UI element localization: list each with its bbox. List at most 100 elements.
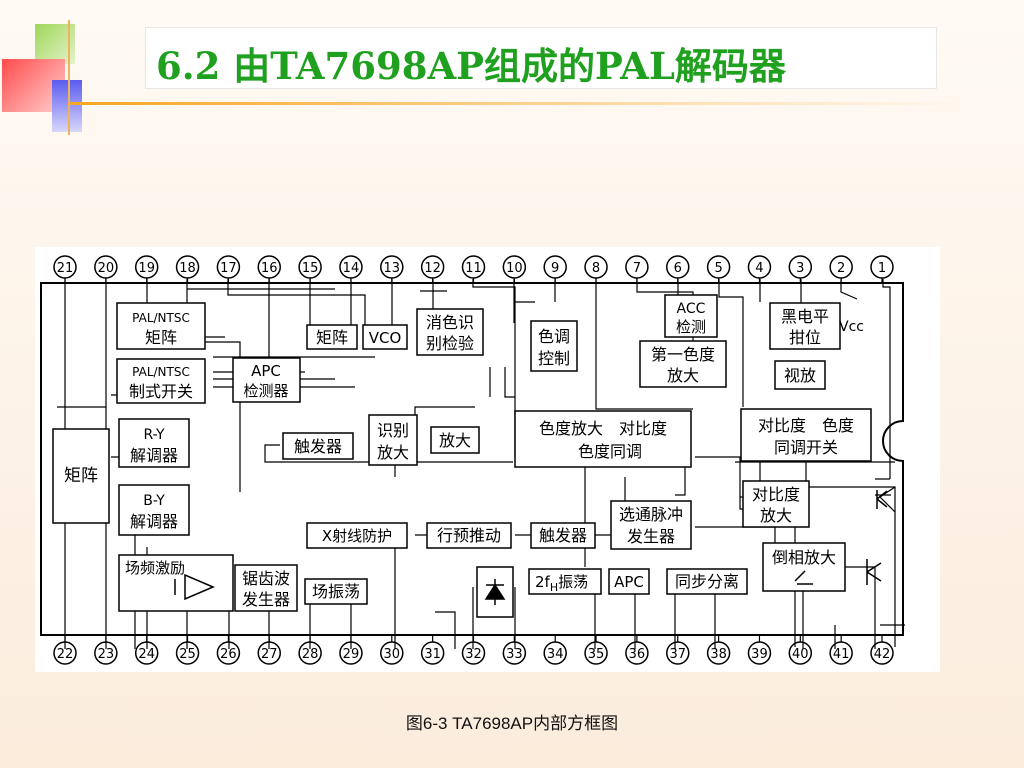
svg-text:检测器: 检测器 — [243, 382, 288, 400]
block-apc-2: APC — [608, 568, 650, 595]
svg-text:控制: 控制 — [538, 349, 570, 368]
block-amp: 放大 — [430, 426, 480, 454]
svg-text:色调: 色调 — [538, 327, 570, 346]
svg-text:识别: 识别 — [377, 421, 409, 440]
svg-text:触发器: 触发器 — [539, 526, 587, 545]
pin: 34 — [543, 635, 567, 665]
pin-number: 29 — [343, 647, 360, 662]
osc-2fh-pre: 2f — [535, 573, 551, 591]
svg-text:放大: 放大 — [377, 443, 409, 462]
pin: 32 — [461, 635, 486, 665]
svg-text:视放: 视放 — [784, 366, 816, 385]
pin: 15 — [298, 255, 322, 283]
svg-text:色度同调: 色度同调 — [578, 442, 642, 461]
osc-2fh-post: 振荡 — [558, 573, 588, 591]
block-2fh-osc: 2fH振荡 — [528, 568, 602, 595]
svg-text:倒相放大: 倒相放大 — [772, 548, 836, 567]
pin: 24 — [134, 635, 159, 665]
title-box: 6.2 由TA7698AP组成的PAL解码器 — [145, 27, 937, 89]
pin: 11 — [461, 255, 486, 283]
svg-text:VCO: VCO — [369, 329, 402, 347]
svg-text:行预推动: 行预推动 — [437, 526, 501, 545]
deco-line-vertical — [68, 20, 70, 135]
pin-number: 4 — [755, 261, 763, 276]
pin: 6 — [666, 255, 690, 283]
pin: 1 — [870, 255, 894, 283]
block-ry-demod: R-Y 解调器 — [118, 418, 190, 468]
pin-number: 2 — [837, 261, 845, 276]
svg-text:锯齿波: 锯齿波 — [242, 569, 290, 588]
block-gate-pulse-gen: 选通脉冲 发生器 — [610, 500, 692, 550]
osc-2fh-sub: H — [550, 581, 558, 594]
block-video-amp: 视放 — [774, 360, 826, 390]
pin: 41 — [829, 635, 853, 665]
block-phase-inv-amp: 倒相放大 — [762, 542, 846, 592]
pin: 30 — [380, 635, 404, 665]
pal-ntsc-switch-line2: 制式开关 — [129, 382, 193, 401]
pin: 36 — [625, 635, 649, 665]
svg-text:R-Y: R-Y — [143, 427, 165, 443]
pin: 26 — [216, 635, 241, 665]
svg-text:拑位: 拑位 — [789, 328, 821, 347]
pin-number: 16 — [261, 261, 278, 276]
pin-number: 6 — [674, 261, 682, 276]
pin: 10 — [502, 255, 527, 283]
pin-number: 12 — [424, 261, 441, 276]
block-acc-detect: ACC 检测 — [664, 294, 718, 338]
svg-text:同调开关: 同调开关 — [774, 438, 838, 457]
block-zener — [476, 566, 514, 618]
svg-text:选通脉冲: 选通脉冲 — [619, 505, 683, 524]
pin-number: 25 — [179, 647, 196, 662]
pin: 3 — [788, 255, 813, 283]
pin: 29 — [339, 635, 363, 665]
pin-number: 38 — [710, 647, 727, 662]
pin: 12 — [420, 255, 445, 283]
pin-number: 18 — [179, 261, 196, 276]
amplifier-icon — [174, 573, 215, 601]
pal-ntsc-matrix-line2: 矩阵 — [145, 328, 177, 347]
block-pal-ntsc-switch: PAL/NTSC 制式开关 — [116, 358, 206, 404]
svg-text:解调器: 解调器 — [130, 446, 178, 465]
svg-text:放大: 放大 — [760, 506, 792, 525]
pin-number: 5 — [714, 261, 722, 276]
pin-number: 15 — [302, 261, 319, 276]
pin: 40 — [788, 635, 813, 665]
block-apc-detector: APC 检测器 — [232, 357, 301, 403]
pin-number: 27 — [261, 647, 278, 662]
pin: 31 — [420, 635, 445, 665]
svg-text:矩阵: 矩阵 — [64, 466, 98, 486]
pin-number: 41 — [833, 647, 850, 662]
pin-number: 3 — [796, 261, 804, 276]
pin: 9 — [543, 255, 567, 283]
block-field-drive: 场频激励 — [118, 554, 234, 612]
svg-text:B-Y: B-Y — [143, 493, 165, 509]
pin-number: 10 — [506, 261, 523, 276]
svg-text:对比度 色度: 对比度 色度 — [758, 416, 854, 435]
pin-number: 17 — [220, 261, 237, 276]
pin-number: 9 — [551, 261, 559, 276]
svg-text:触发器: 触发器 — [294, 437, 342, 456]
block-by-demod: B-Y 解调器 — [118, 484, 190, 536]
svg-text:X射线防护: X射线防护 — [322, 527, 392, 545]
deco-square-blue — [52, 80, 82, 132]
block-contrast-chroma-switch: 对比度 色度 同调开关 — [740, 408, 872, 462]
pin: 39 — [747, 635, 772, 665]
pin: 33 — [502, 635, 527, 665]
pin-number: 21 — [57, 261, 74, 276]
pin: 19 — [134, 255, 159, 283]
pin: 21 — [53, 255, 77, 283]
block-field-osc: 场振荡 — [304, 578, 368, 605]
transistor-icon — [866, 490, 888, 585]
svg-text:场振荡: 场振荡 — [312, 582, 360, 601]
block-matrix-big: 矩阵 — [52, 428, 110, 524]
pin: 5 — [706, 255, 731, 283]
block-hue-control: 色调 控制 — [530, 320, 578, 372]
pin-number: 34 — [547, 647, 564, 662]
svg-text:解调器: 解调器 — [130, 512, 178, 531]
osc-2fh-label: 2fH振荡 — [535, 573, 588, 594]
diode-icon — [484, 579, 506, 605]
svg-text:矩阵: 矩阵 — [316, 328, 348, 347]
pin: 37 — [666, 635, 690, 665]
